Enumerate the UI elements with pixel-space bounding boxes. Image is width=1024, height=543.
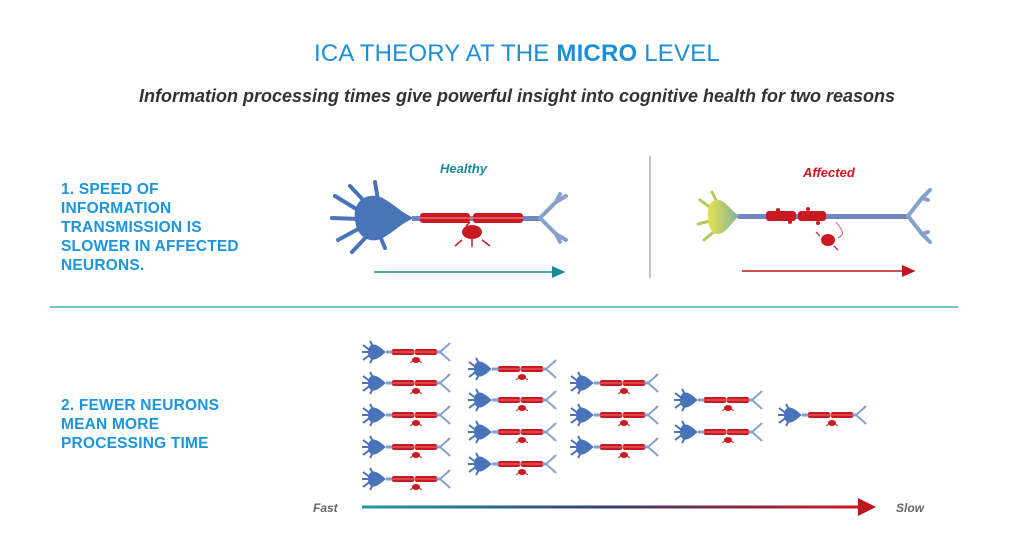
neuron-column-4 — [467, 357, 557, 476]
healthy-label: Healthy — [440, 161, 487, 176]
page-subtitle: Information processing times give powerf… — [138, 86, 896, 106]
neuron-column-5 — [361, 340, 451, 491]
neuron-column-2 — [673, 388, 763, 444]
neuron-column-1 — [777, 403, 867, 427]
slow-label: Slow — [896, 501, 925, 515]
fast-slow-arrow — [362, 498, 876, 516]
title-suffix: LEVEL — [637, 40, 720, 67]
reason-1-text: 1. SPEED OF INFORMATION TRANSMISSION IS … — [61, 181, 239, 274]
page-title: ICA THEORY AT THE MICRO LEVEL — [0, 40, 1024, 68]
affected-label: Affected — [803, 165, 855, 180]
reason-2-text: 2. FEWER NEURONS MEAN MORE PROCESSING TI… — [61, 397, 220, 452]
title-emphasis: MICRO — [556, 40, 638, 67]
fast-label: Fast — [313, 501, 338, 515]
healthy-neuron — [330, 180, 568, 254]
affected-neuron — [696, 188, 932, 251]
neuron-column-3 — [569, 371, 659, 459]
title-prefix: ICA THEORY AT THE — [314, 40, 557, 67]
